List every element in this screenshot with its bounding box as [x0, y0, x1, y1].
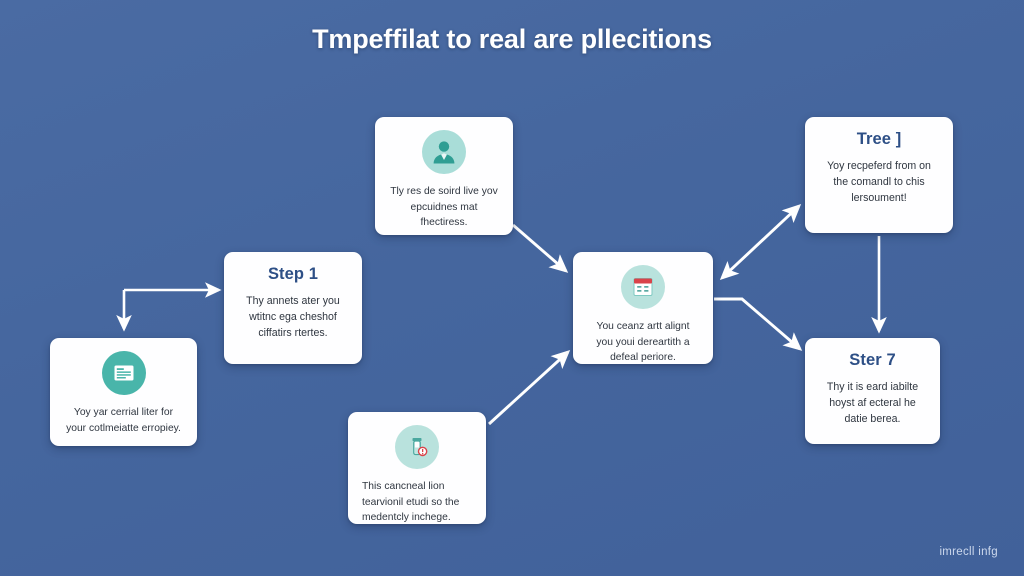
card-person[interactable]: Tly res de soird live yov epcuidnes mat …: [375, 117, 513, 235]
card-center[interactable]: You ceanz artt alignt you youi dereartit…: [573, 252, 713, 364]
card-step1-heading: Step 1: [267, 265, 319, 283]
card-tree-heading: Tree ]: [856, 130, 902, 148]
card-tube[interactable]: This cancneal lion tearvionil etudi so t…: [348, 412, 486, 524]
card-document-body: Yoy yar cerrial liter for your cotlmeiat…: [66, 407, 181, 434]
card-tube-body: This cancneal lion tearvionil etudi so t…: [362, 481, 460, 524]
page-title: Tmpeffilat to real are pllecitions: [312, 24, 712, 54]
card-ster7[interactable]: Ster 7 Thy it is eard iabilte hoyst af e…: [805, 338, 940, 444]
card-ster7-body: Thy it is eard iabilte hoyst af ecteral …: [826, 381, 919, 426]
tube-alert-icon: [395, 425, 439, 469]
connector-tube-to-center: [488, 350, 571, 426]
card-ster7-heading: Ster 7: [849, 351, 896, 369]
card-tree-body: Yoy recpeferd from on the comandl to chi…: [827, 160, 931, 205]
card-center-body: You ceanz artt alignt you youi dereartit…: [596, 321, 690, 364]
card-tree[interactable]: Tree ] Yoy recpeferd from on the comandl…: [805, 117, 953, 233]
calendar-icon: [621, 265, 665, 309]
person-icon: [422, 130, 466, 174]
connector-center-to-ster7: [714, 297, 803, 351]
connector-bracket-to-doc-and-step1: [116, 282, 222, 332]
card-step1[interactable]: Step 1 Thy annets ater you wtitnc ega ch…: [224, 252, 362, 364]
connector-center-to-tree: [719, 204, 802, 280]
footer-watermark: imrecll infg: [939, 546, 998, 558]
card-person-body: Tly res de soird live yov epcuidnes mat …: [390, 186, 498, 229]
document-list-icon: [101, 351, 146, 395]
connector-person-to-center: [512, 223, 569, 273]
card-step1-body: Thy annets ater you wtitnc ega cheshof c…: [246, 295, 340, 340]
card-document[interactable]: Yoy yar cerrial liter for your cotlmeiat…: [50, 338, 197, 446]
